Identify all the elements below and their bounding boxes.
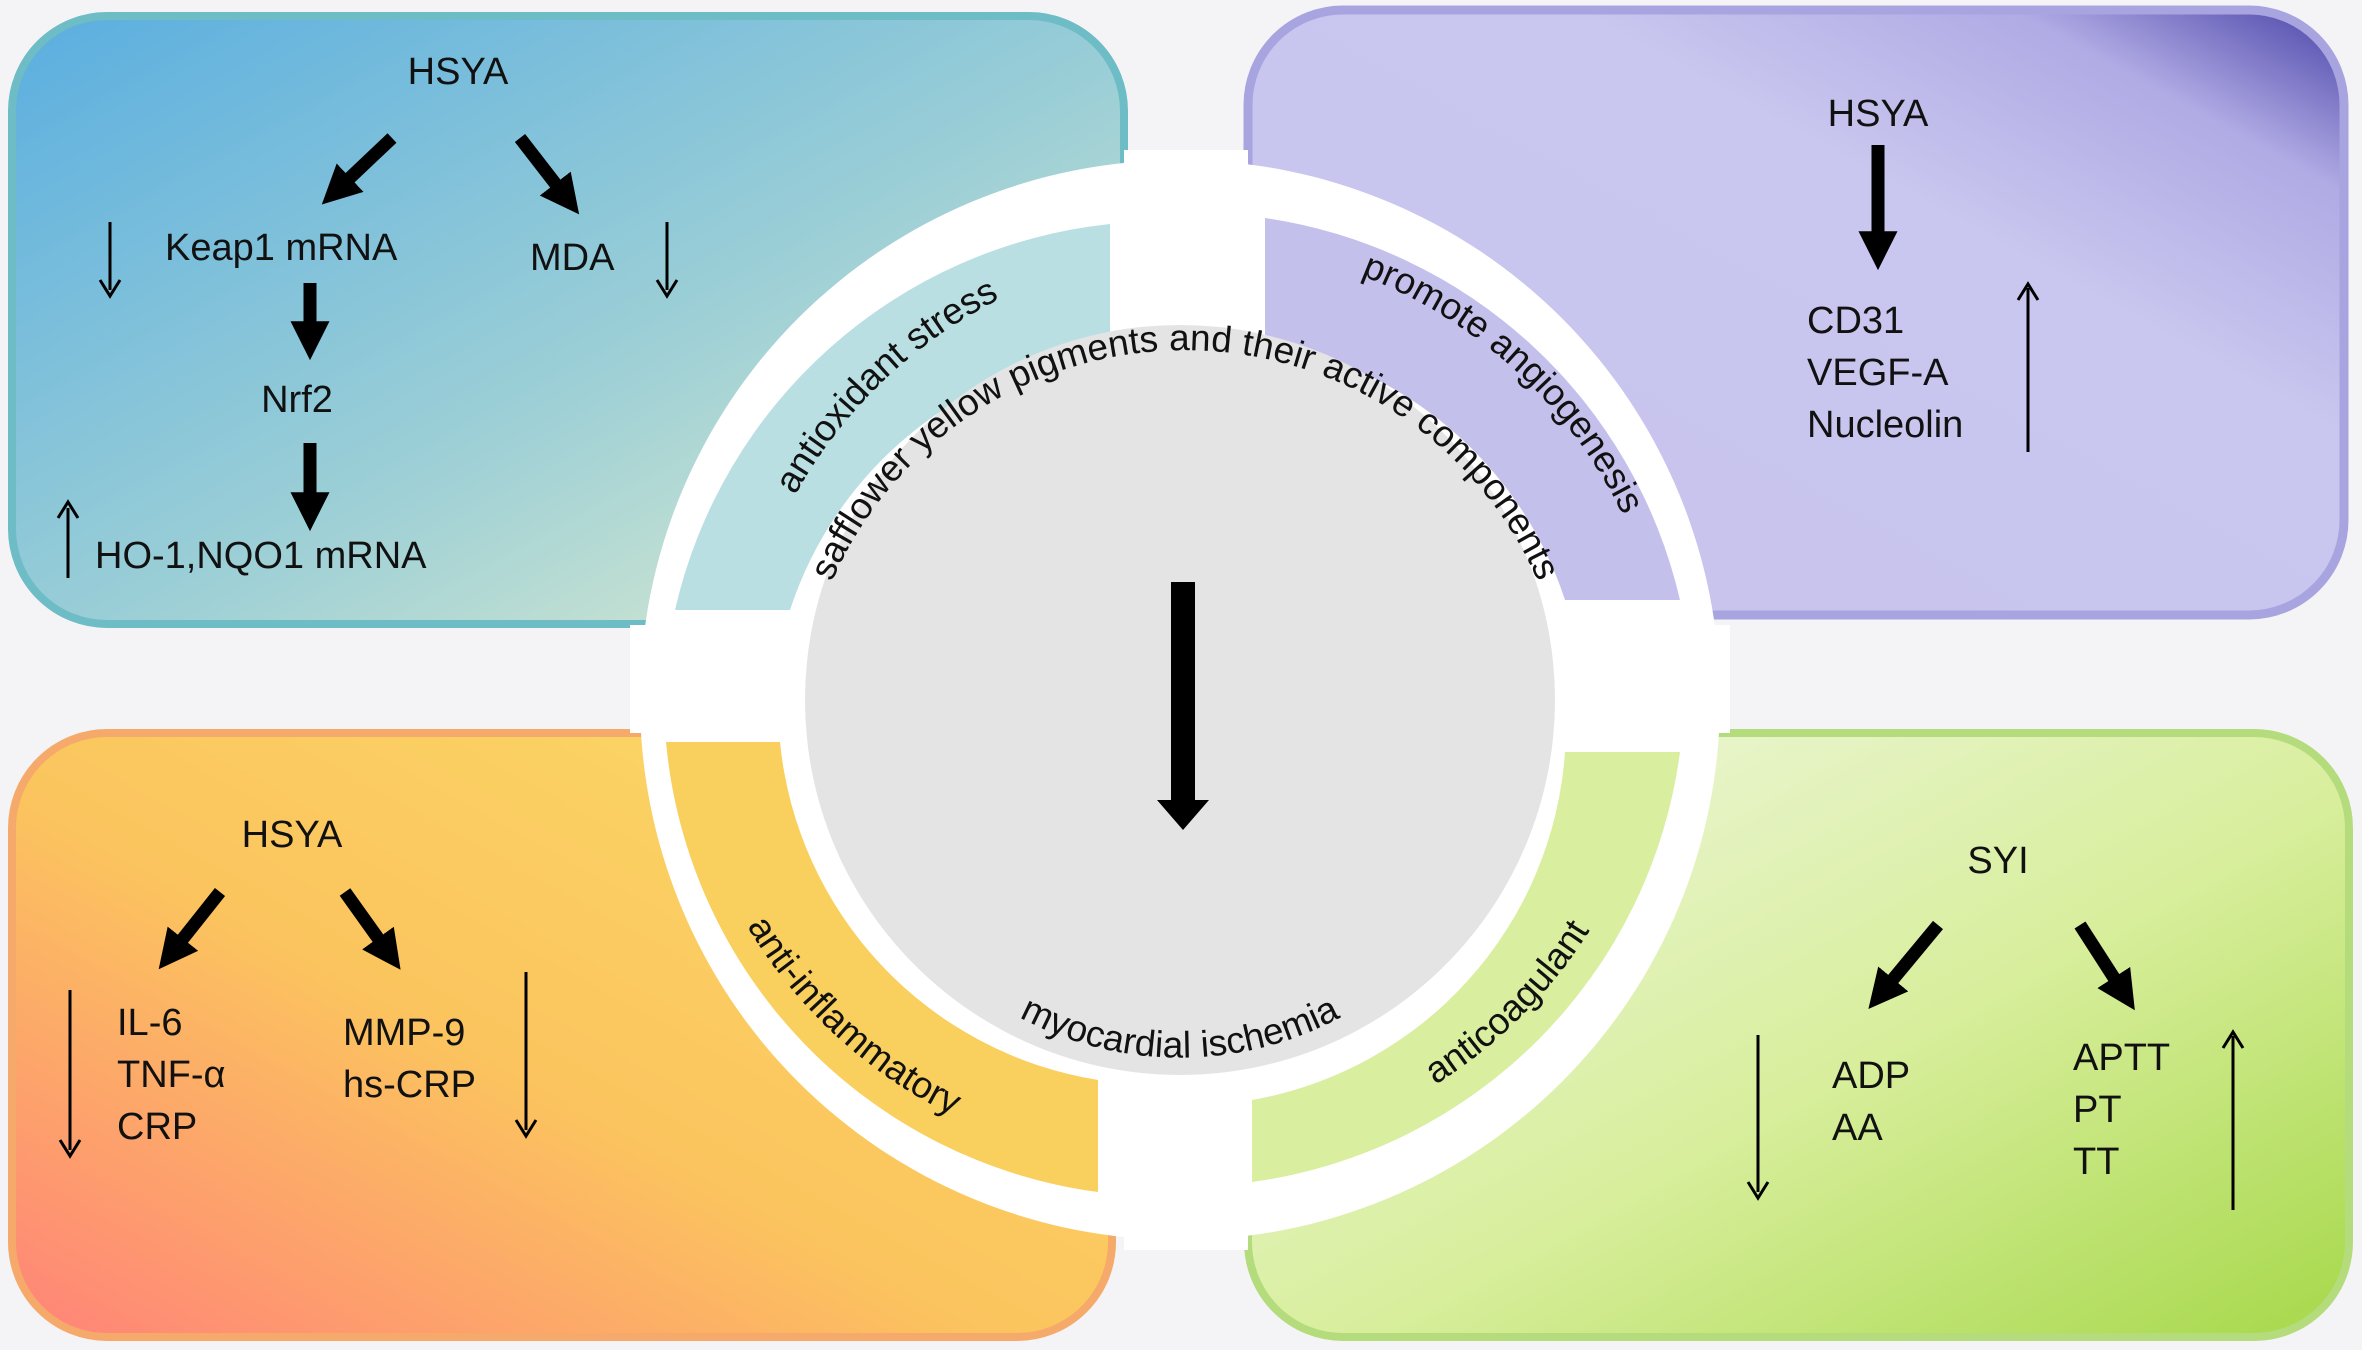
tl-mda: MDA [530, 237, 615, 279]
tl-hsya: HSYA [408, 51, 509, 93]
br-up-head [2221, 1029, 2245, 1049]
band-inflammatory [666, 742, 1098, 1192]
bl-left-down-head [58, 1139, 82, 1159]
tl-ho1-up-head [56, 499, 80, 519]
br-aa: AA [1832, 1107, 1883, 1149]
bl-arrow-left [158, 887, 226, 970]
tr-hsya: HSYA [1828, 93, 1929, 135]
tl-arrow-to-mda [514, 134, 580, 215]
bl-hsya: HSYA [242, 814, 343, 856]
tr-marker-cd31: CD31 [1807, 300, 1904, 342]
tl-ho1: HO-1,NQO1 mRNA [95, 535, 427, 577]
bl-il6: IL-6 [117, 1002, 182, 1044]
bl-arrow-right [339, 888, 401, 970]
tl-arrow-to-keap1 [321, 133, 397, 205]
band-anticoagulant [1252, 752, 1680, 1182]
bl-mmp9: MMP-9 [343, 1012, 465, 1054]
tl-mda-down-head [655, 279, 679, 299]
band-angiogenesis [1265, 218, 1680, 600]
tr-marker-nucleolin: Nucleolin [1807, 404, 1963, 446]
br-pt: PT [2073, 1089, 2122, 1131]
br-syi: SYI [1967, 840, 2028, 882]
tr-up-head [2016, 281, 2040, 301]
tl-keap1-down-head [98, 279, 122, 299]
br-arrow-left [1868, 920, 1944, 1010]
tl-nrf2: Nrf2 [261, 379, 333, 421]
band-antioxidant [675, 224, 1110, 610]
tl-keap1: Keap1 mRNA [165, 227, 398, 269]
bl-right-down-head [514, 1119, 538, 1139]
center-arrow-head [1157, 800, 1209, 830]
br-arrow-right [2074, 921, 2135, 1011]
br-adp: ADP [1832, 1055, 1910, 1097]
bl-hscrp: hs-CRP [343, 1064, 476, 1106]
br-left-down-head [1746, 1181, 1770, 1201]
bl-tnf: TNF-α [117, 1054, 226, 1096]
br-tt: TT [2073, 1141, 2119, 1183]
br-aptt: APTT [2073, 1037, 2170, 1079]
bl-crp: CRP [117, 1106, 197, 1148]
tr-marker-vegf: VEGF-A [1807, 352, 1949, 394]
